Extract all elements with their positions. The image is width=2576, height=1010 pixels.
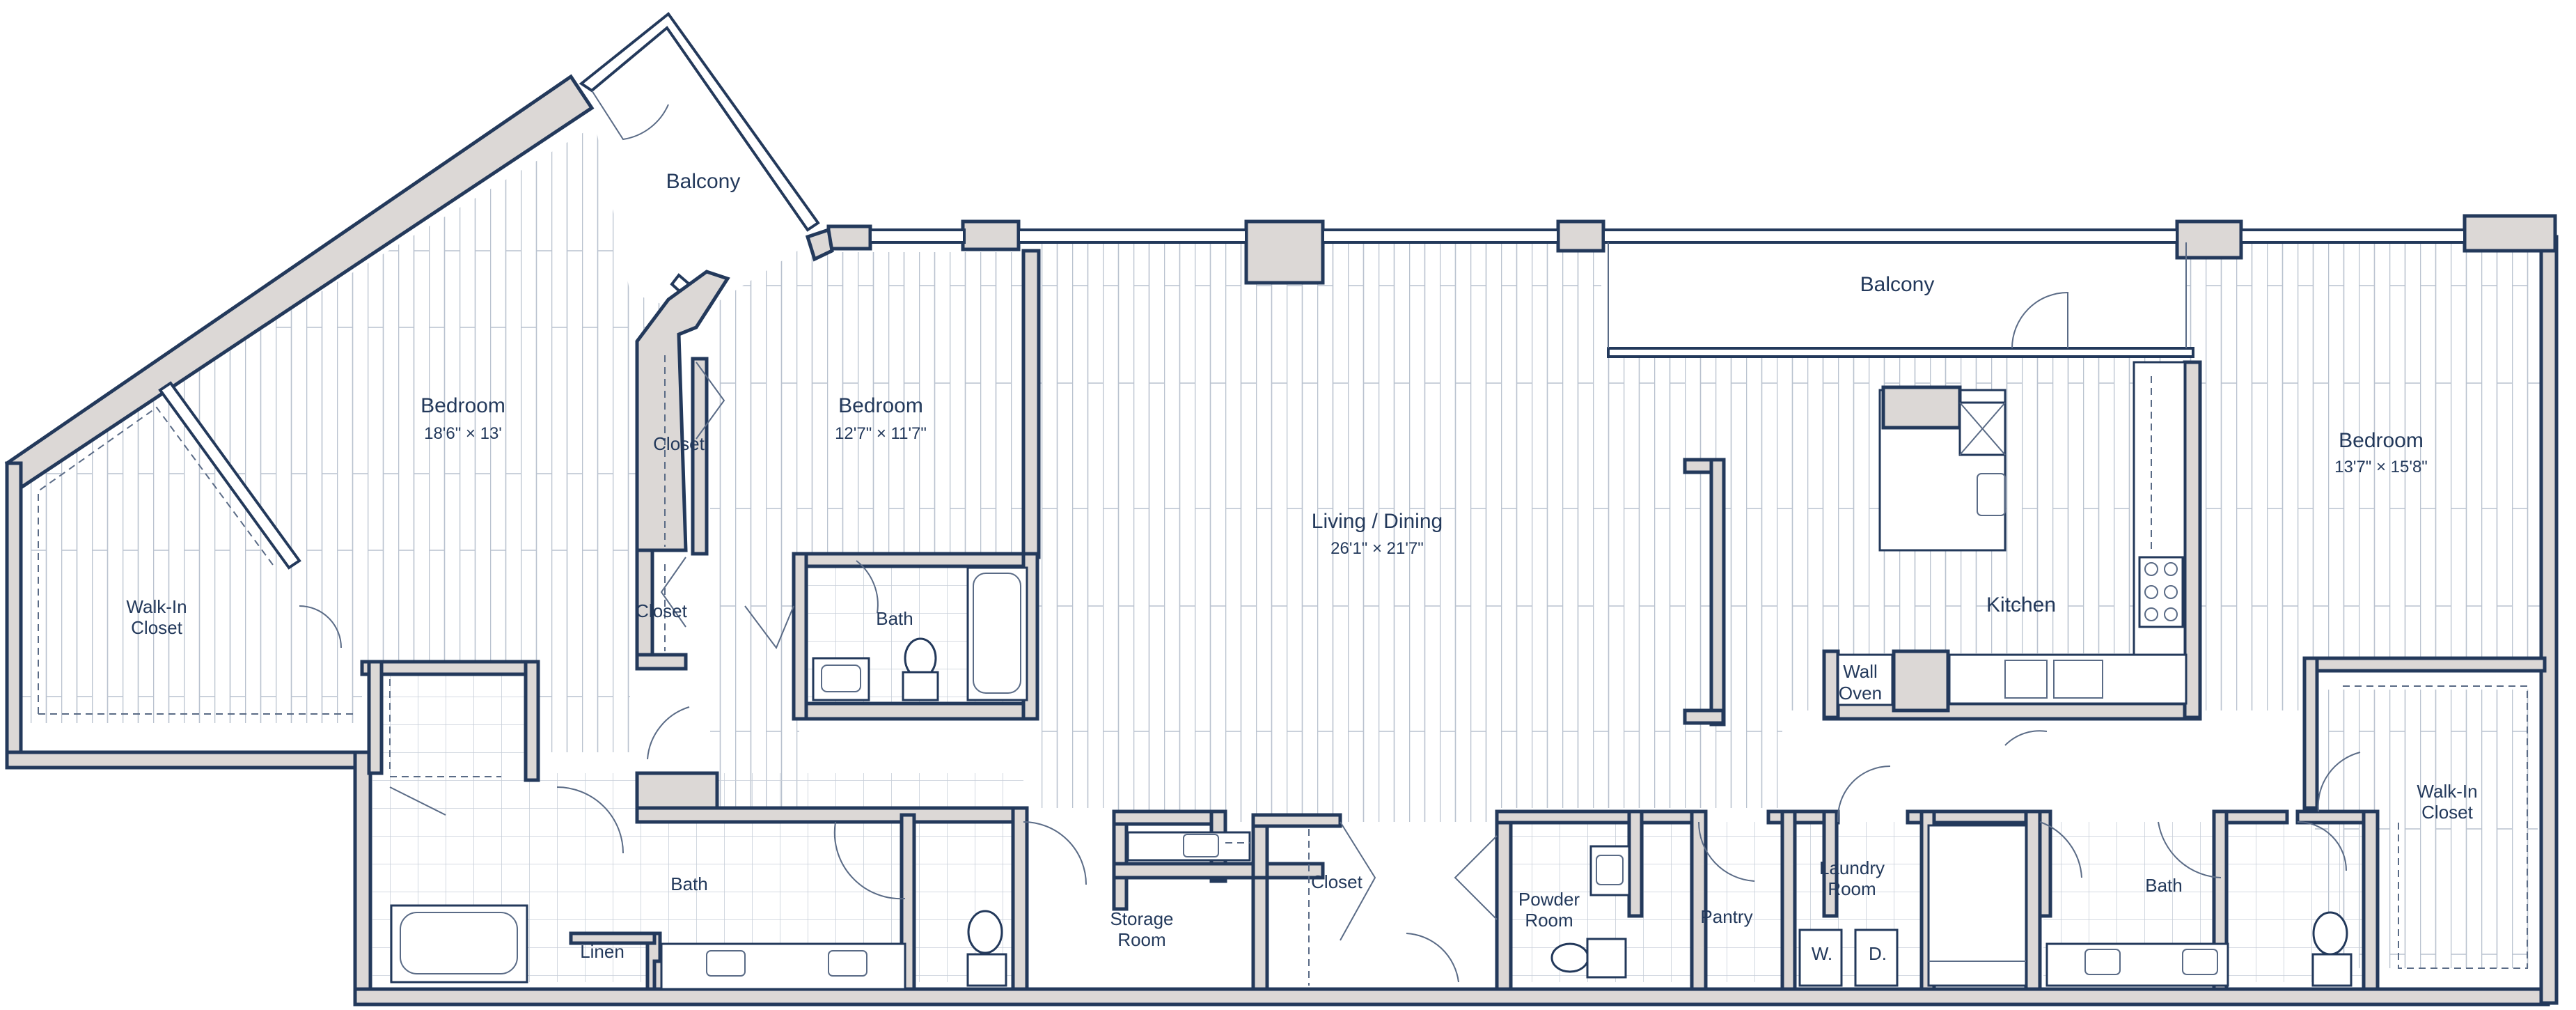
fixtures: [38, 355, 2528, 990]
room-label-laundry-2: Room: [1828, 878, 1876, 899]
room-label-powder-1: Powder: [1518, 889, 1580, 910]
room-label-wall-oven-1: Wall: [1843, 661, 1878, 682]
room-label-bath-west: Bath: [670, 873, 708, 894]
room-label-bath-east: Bath: [2145, 875, 2183, 896]
room-dims-bedroom-east: 13'7" × 15'8": [2334, 458, 2428, 476]
room-dims-bedroom-west: 18'6" × 13': [424, 424, 502, 443]
door-swings: [299, 90, 2361, 983]
room-label-linen: Linen: [580, 941, 625, 962]
room-label-closet-b: Closet: [636, 600, 687, 621]
label-washer: W.: [1812, 943, 1832, 964]
room-labels: Balcony Bedroom 18'6" × 13' Walk-In Clos…: [126, 170, 2477, 964]
room-label-storage-2: Room: [1117, 929, 1165, 950]
room-label-walkin-east-1: Walk-In: [2417, 781, 2477, 802]
room-label-wall-oven-2: Oven: [1839, 683, 1882, 704]
exterior-walls: [4, 12, 2559, 1007]
room-label-powder-2: Room: [1525, 910, 1573, 931]
room-label-closet-c: Closet: [1311, 871, 1362, 892]
room-label-bedroom-west: Bedroom: [421, 394, 505, 417]
room-label-bedroom-east: Bedroom: [2339, 429, 2424, 452]
room-label-bedroom-mid: Bedroom: [838, 394, 923, 417]
room-label-laundry-1: Laundry: [1819, 857, 1885, 878]
room-label-walkin-west-2: Closet: [131, 617, 182, 638]
room-label-closet-a: Closet: [653, 433, 705, 454]
room-label-living: Living / Dining: [1312, 510, 1443, 533]
room-label-balcony-west: Balcony: [666, 170, 741, 193]
room-label-pantry: Pantry: [1700, 906, 1752, 927]
room-label-walkin-east-2: Closet: [2421, 802, 2473, 823]
room-label-balcony-east: Balcony: [1860, 273, 1935, 296]
room-label-storage-1: Storage: [1110, 908, 1173, 929]
room-label-bath-mid: Bath: [876, 608, 913, 629]
room-dims-living: 26'1" × 21'7": [1330, 539, 1424, 558]
label-dryer: D.: [1869, 943, 1887, 964]
room-dims-bedroom-mid: 12'7" × 11'7": [835, 424, 927, 443]
room-label-kitchen: Kitchen: [1986, 593, 2056, 616]
room-label-walkin-west-1: Walk-In: [126, 596, 187, 617]
